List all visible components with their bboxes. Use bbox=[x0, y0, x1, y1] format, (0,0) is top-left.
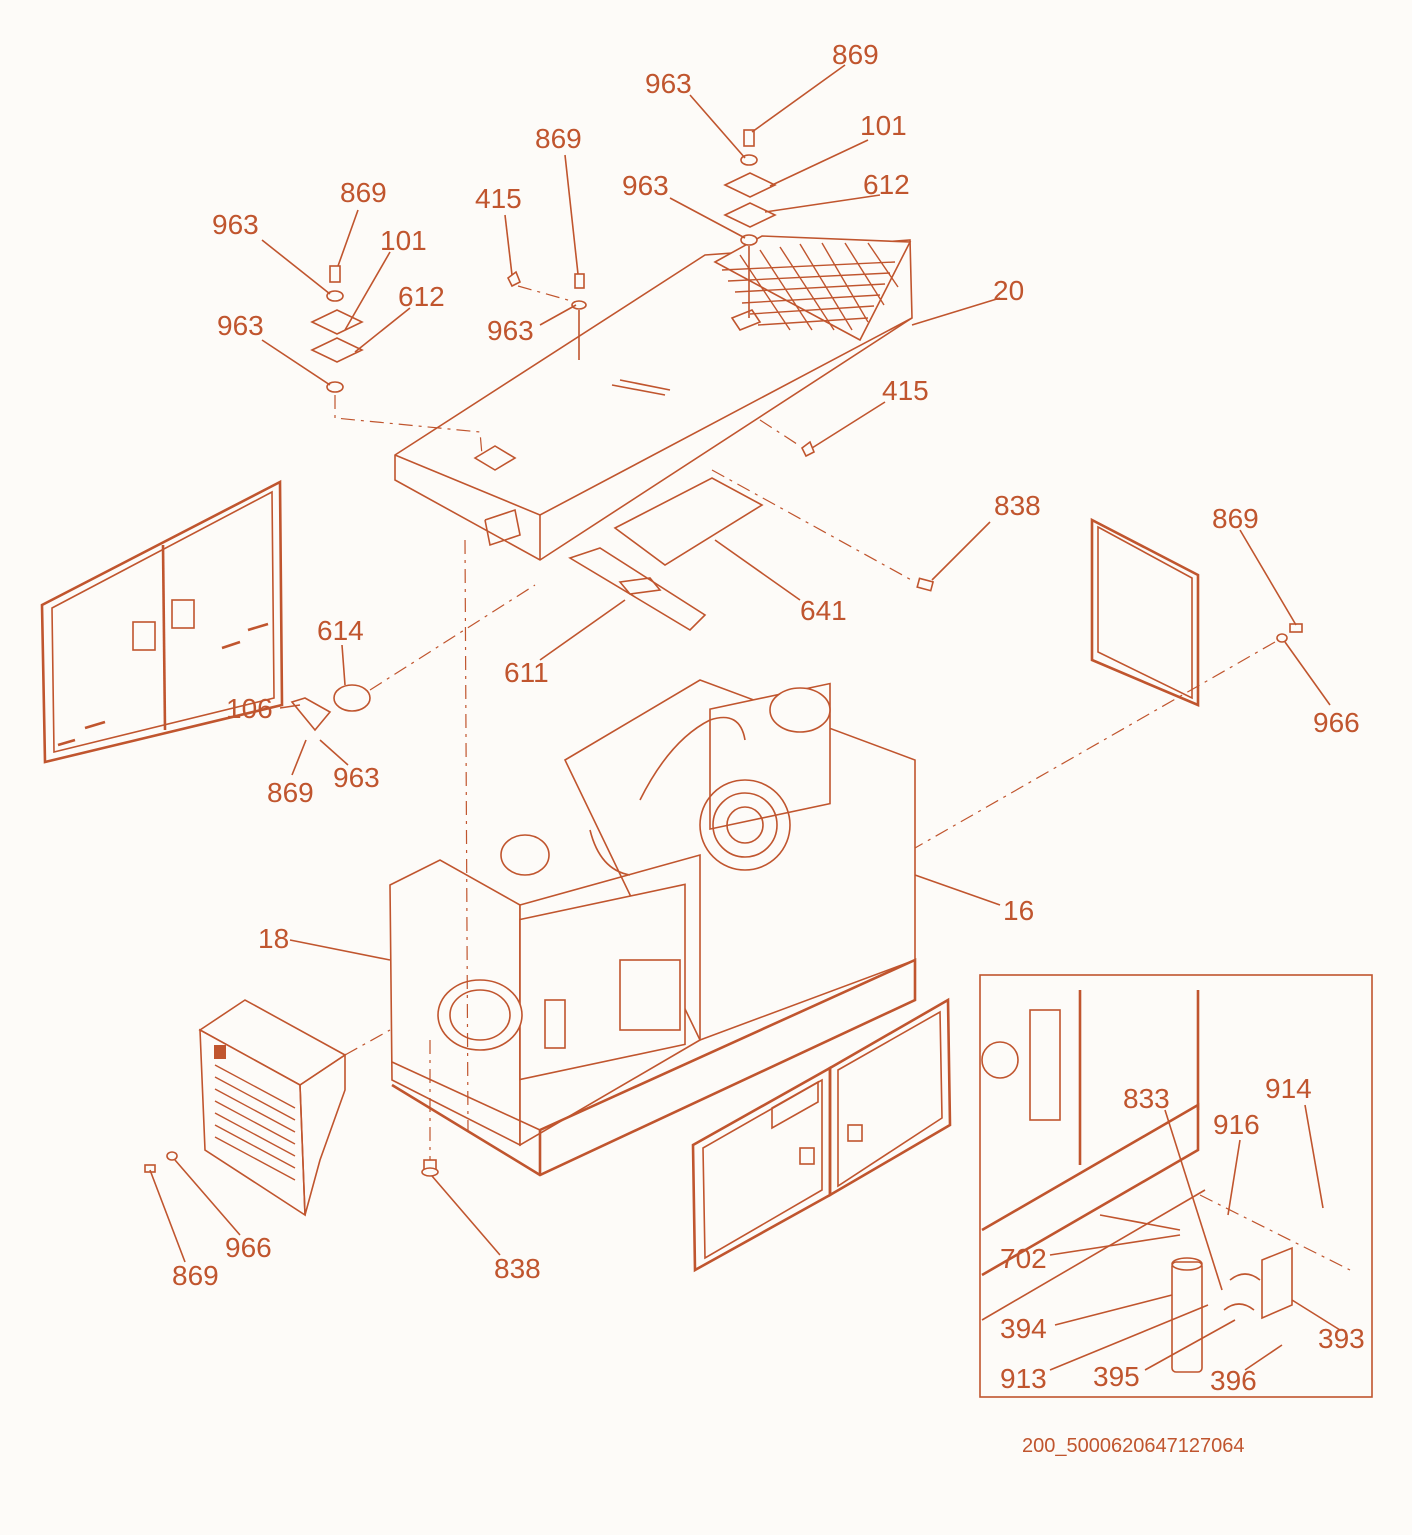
label-963: 963 bbox=[333, 762, 380, 793]
label-838: 838 bbox=[994, 490, 1041, 521]
label-913: 913 bbox=[1000, 1363, 1047, 1394]
label-18: 18 bbox=[258, 923, 289, 954]
label-963: 963 bbox=[622, 170, 669, 201]
label-106: 106 bbox=[226, 693, 273, 724]
fastener-stack-left bbox=[310, 265, 483, 456]
label-869: 869 bbox=[172, 1260, 219, 1291]
bracket-plate-611 bbox=[568, 547, 707, 632]
label-395: 395 bbox=[1093, 1361, 1140, 1392]
label-612: 612 bbox=[398, 281, 445, 312]
label-916: 916 bbox=[1213, 1109, 1260, 1140]
label-869: 869 bbox=[535, 123, 582, 154]
label-394: 394 bbox=[1000, 1313, 1047, 1344]
leader-lines bbox=[149, 64, 1341, 1371]
fastener-center bbox=[506, 270, 587, 360]
label-914: 914 bbox=[1265, 1073, 1312, 1104]
end-grille-panel bbox=[144, 999, 391, 1217]
label-963: 963 bbox=[212, 209, 259, 240]
diagram-reference-code: 200_5000620647127064 bbox=[1022, 1435, 1244, 1457]
label-641: 641 bbox=[800, 595, 847, 626]
label-869: 869 bbox=[340, 177, 387, 208]
label-702: 702 bbox=[1000, 1243, 1047, 1274]
label-614: 614 bbox=[317, 615, 364, 646]
label-396: 396 bbox=[1210, 1365, 1257, 1396]
rear-cover-panel bbox=[914, 517, 1303, 849]
front-door-panels bbox=[691, 997, 952, 1273]
label-869: 869 bbox=[832, 39, 879, 70]
label-833: 833 bbox=[1123, 1083, 1170, 1114]
label-20: 20 bbox=[993, 275, 1024, 306]
label-415: 415 bbox=[475, 183, 522, 214]
insulation-pad-641 bbox=[613, 477, 764, 566]
cover-plate-614 bbox=[333, 684, 371, 712]
label-415: 415 bbox=[882, 375, 929, 406]
label-963: 963 bbox=[645, 68, 692, 99]
left-door-panel bbox=[40, 479, 284, 764]
label-101: 101 bbox=[860, 110, 907, 141]
cover-plate-106 bbox=[290, 697, 332, 732]
label-101: 101 bbox=[380, 225, 427, 256]
label-966: 966 bbox=[1313, 707, 1360, 738]
part-labels: 869 963 101 963 612 20 869 415 963 869 9… bbox=[172, 39, 1365, 1396]
label-963: 963 bbox=[487, 315, 534, 346]
label-963: 963 bbox=[217, 310, 264, 341]
label-612: 612 bbox=[863, 169, 910, 200]
label-16: 16 bbox=[1003, 895, 1034, 926]
label-869: 869 bbox=[267, 777, 314, 808]
enclosure-frame bbox=[389, 539, 917, 1177]
label-869: 869 bbox=[1212, 503, 1259, 534]
label-838: 838 bbox=[494, 1253, 541, 1284]
label-393: 393 bbox=[1318, 1323, 1365, 1354]
detail-inset bbox=[979, 974, 1373, 1398]
label-966: 966 bbox=[225, 1232, 272, 1263]
label-611: 611 bbox=[504, 657, 549, 688]
